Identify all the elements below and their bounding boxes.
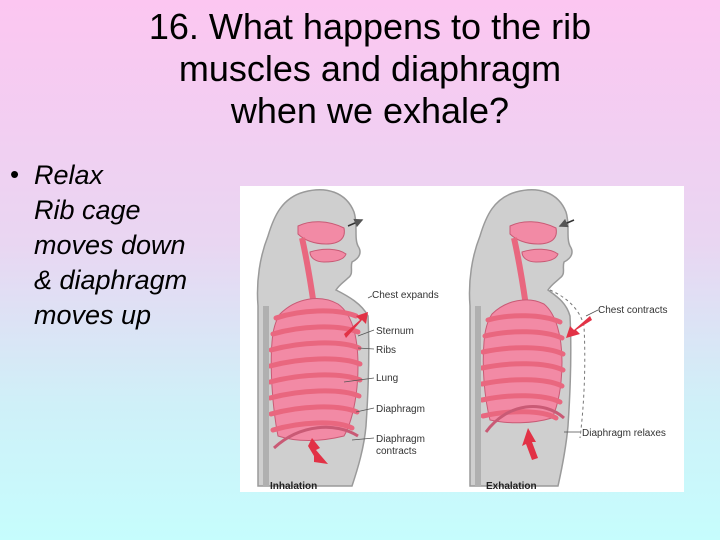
- label-diaphragm-contracts-1: Diaphragm: [376, 434, 425, 445]
- inhalation-mouth: [309, 248, 347, 263]
- diaphragm-down-arrow-icon: [308, 438, 328, 464]
- bullet-line: moves down: [34, 230, 186, 260]
- title-line: muscles and diaphragm: [178, 48, 562, 89]
- label-diaphragm-contracts-2: contracts: [376, 446, 417, 457]
- inhale-arrow-icon: [347, 218, 364, 228]
- exhalation-mouth: [521, 248, 559, 263]
- bullet-text: Relax Rib cage moves down & diaphragm mo…: [34, 158, 187, 333]
- breathing-illustration: Chest expands Sternum Ribs Lung Diaphrag…: [240, 186, 684, 492]
- label-ribs: Ribs: [376, 345, 396, 356]
- chest-contracts-arrow-icon: [566, 316, 592, 338]
- inhalation-diaphragm: [272, 425, 359, 450]
- exhalation-trachea: [511, 237, 529, 307]
- caption-exhalation: Exhalation: [486, 481, 537, 492]
- bullet-line: Relax: [34, 160, 104, 190]
- label-chest-contracts: Chest contracts: [598, 305, 667, 316]
- label-diaphragm: Diaphragm: [376, 404, 425, 415]
- caption-inhalation: Inhalation: [270, 481, 317, 492]
- label-diaphragm-relaxes: Diaphragm relaxes: [582, 428, 666, 439]
- exhale-arrow-icon: [558, 218, 575, 228]
- exhalation-ribs: [479, 313, 566, 421]
- exhalation-nasal-cavity: [509, 221, 557, 245]
- bullet-line: & diaphragm: [34, 265, 188, 295]
- exhalation-leader-lines: [564, 309, 599, 433]
- exhalation-figure: [468, 189, 592, 487]
- title-line: 16. What happens to the rib: [148, 6, 592, 47]
- bullet-line: Rib cage: [34, 195, 141, 225]
- diaphragm-up-arrow-icon: [522, 428, 538, 460]
- inhalation-lung: [270, 298, 359, 441]
- slide-title: 16. What happens to the rib muscles and …: [60, 6, 680, 132]
- inhalation-leader-lines: [343, 295, 375, 441]
- label-chest-expands: Chest expands: [372, 290, 439, 301]
- label-lung: Lung: [376, 373, 398, 384]
- breathing-diagram: Chest expands Sternum Ribs Lung Diaphrag…: [256, 189, 667, 492]
- label-sternum: Sternum: [376, 326, 414, 337]
- bullet-dot-icon: •: [10, 159, 20, 189]
- title-line: when we exhale?: [230, 90, 510, 131]
- inhalation-figure: [256, 189, 370, 487]
- chest-expands-arrow-icon: [344, 312, 368, 338]
- bullet-line: moves up: [34, 300, 152, 330]
- inhalation-nasal-cavity: [297, 221, 345, 245]
- exhalation-diaphragm: [484, 405, 566, 433]
- exhalation-former-chest-outline: [549, 289, 586, 439]
